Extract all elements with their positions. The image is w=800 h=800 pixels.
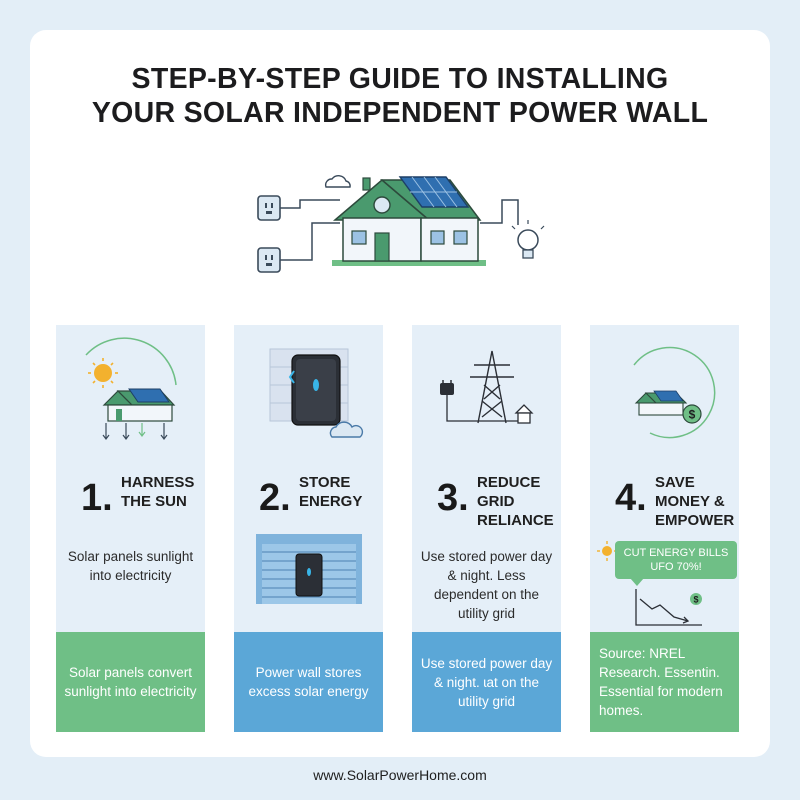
step-heading: REDUCE GRID RELIANCE [477,474,554,529]
title-line-1: STEP-BY-STEP GUIDE TO INSTALLING [131,63,669,95]
title-line-2: YOUR SOLAR INDEPENDENT POWER WALL [91,97,709,129]
step-description: Solar panels sunlight into electricity [67,549,194,583]
step-heading: HARNESS THE SUN [121,474,195,510]
step-card-3: 3. REDUCE GRID RELIANCE Use stored power… [412,325,561,732]
transmission-tower-icon [470,350,514,424]
svg-text:$: $ [693,595,698,605]
step-3-illustration [440,350,534,424]
step-2-illustration [269,348,364,438]
plug-icon [440,380,530,422]
page-title: STEP-BY-STEP GUIDE TO INSTALLING YOUR SO… [0,62,800,130]
down-trend-icon: $ [635,589,702,626]
svg-text:$: $ [689,408,696,422]
step-heading: STORE ENERGY [299,474,363,510]
step-card-4: $ 4. SAVE MONEY & EMPOWER CUT ENERGY BIL… [590,325,739,732]
house-icon [514,404,534,424]
sun-icon [597,541,617,561]
step-heading: SAVE MONEY & EMPOWER [655,474,735,529]
step-number: 4. [615,477,647,519]
step-summary-band: Use stored power day & night. ɩat on the… [412,632,561,732]
savings-badge: CUT ENERGY BILLS UFO 70%! [615,541,737,579]
step-1-illustration [85,337,177,440]
badge-pointer [630,578,644,586]
step-card-1: 1. HARNESS THE SUN Solar panels sunlight… [56,325,205,732]
solar-panel-icon [398,176,470,208]
step-number: 1. [81,477,113,519]
house-icon [332,177,486,266]
cloud-icon [324,175,351,188]
step-summary-band: Power wall stores excess solar energy [234,632,383,732]
cloud-icon [329,421,364,438]
step-description: Use stored power day & night. Less depen… [420,549,553,621]
step-number: 2. [259,477,291,519]
website-footer: www.SolarPowerHome.com [313,767,487,783]
house-icon [102,388,176,422]
hero-house-illustration [257,175,545,273]
step-card-2: 2. STORE ENERGY Power wall stores excess… [234,325,383,732]
light-bulb-icon [511,220,545,259]
garage-icon [256,534,362,604]
step-summary-band: Source: NREL Research. Essentin. Essenti… [590,632,739,732]
dollar-icon: $ [682,404,702,424]
outlet-icon [257,247,281,273]
step-summary-band: Solar panels convert sunlight into elect… [56,632,205,732]
house-icon [634,390,688,416]
step-number: 3. [437,477,469,519]
power-wall-icon [288,354,341,426]
step-4-illustration: $ [633,346,716,439]
outlet-icon [257,195,281,221]
sun-icon [88,358,118,388]
